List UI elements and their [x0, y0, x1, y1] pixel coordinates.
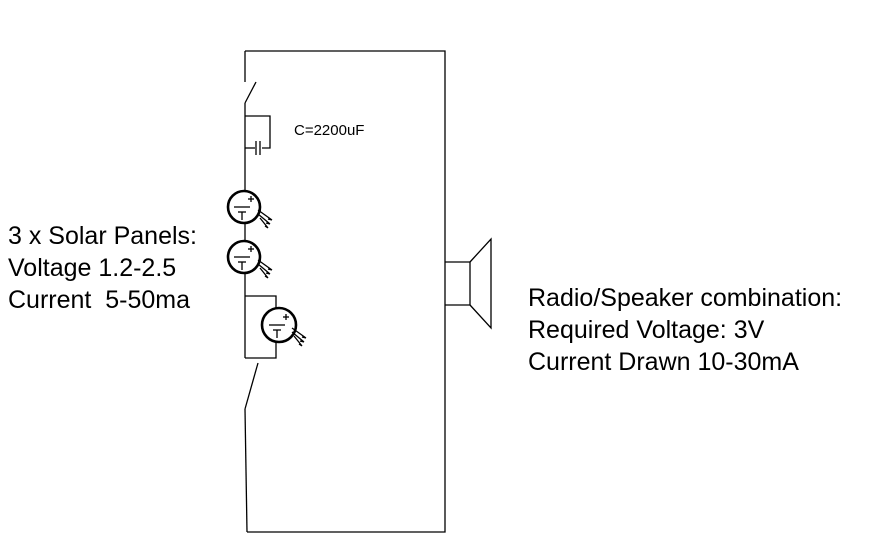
wire-top-right — [245, 50, 446, 533]
radio-speaker-description: Radio/Speaker combination: Required Volt… — [528, 282, 842, 378]
wire-branch — [244, 295, 277, 359]
radio-current: Current Drawn 10-30mA — [528, 348, 799, 376]
solar-cell-icon — [226, 239, 273, 279]
solar-panels-voltage: Voltage 1.2-2.5 — [8, 254, 177, 282]
capacitor-icon — [244, 112, 271, 190]
capacitor-label: C=2200uF — [294, 122, 365, 139]
solar-cell-icon — [260, 306, 307, 347]
solar-panels-current: Current 5-50ma — [8, 286, 191, 314]
solar-panels-description: 3 x Solar Panels: Voltage 1.2-2.5 Curren… — [8, 220, 197, 316]
speaker-icon — [445, 237, 492, 330]
switch-icon — [244, 51, 257, 112]
solar-cell-icon — [226, 189, 273, 229]
radio-voltage: Required Voltage: 3V — [528, 316, 765, 344]
switch-icon — [244, 362, 259, 533]
radio-title: Radio/Speaker combination: — [528, 284, 843, 312]
solar-panels-title: 3 x Solar Panels: — [8, 222, 197, 250]
